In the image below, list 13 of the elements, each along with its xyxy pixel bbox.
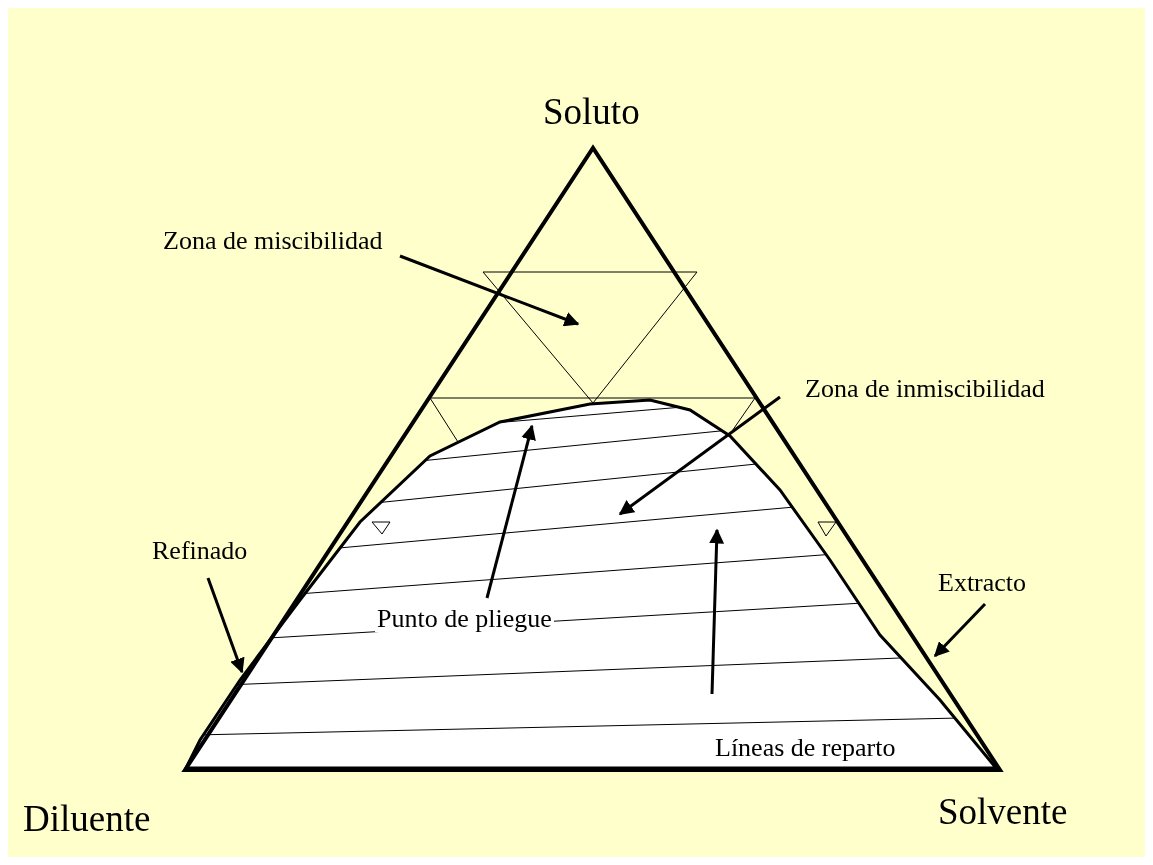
- zone-label: Zona de miscibilidad: [163, 228, 383, 254]
- leader-arrow: [709, 528, 725, 695]
- zone-label: Refinado: [152, 538, 248, 564]
- leader-arrow: [485, 424, 536, 599]
- zone-label: Extracto: [938, 570, 1027, 596]
- leader-arrow: [933, 602, 987, 658]
- vertex-label: Soluto: [543, 93, 640, 130]
- leader-arrow: [206, 577, 245, 674]
- vertex-label: Solvente: [938, 793, 1068, 830]
- leader-arrow: [399, 254, 580, 327]
- vertex-label: Diluente: [23, 800, 151, 837]
- leader-arrow: [618, 395, 781, 516]
- zone-label: Zona de inmiscibilidad: [805, 376, 1045, 402]
